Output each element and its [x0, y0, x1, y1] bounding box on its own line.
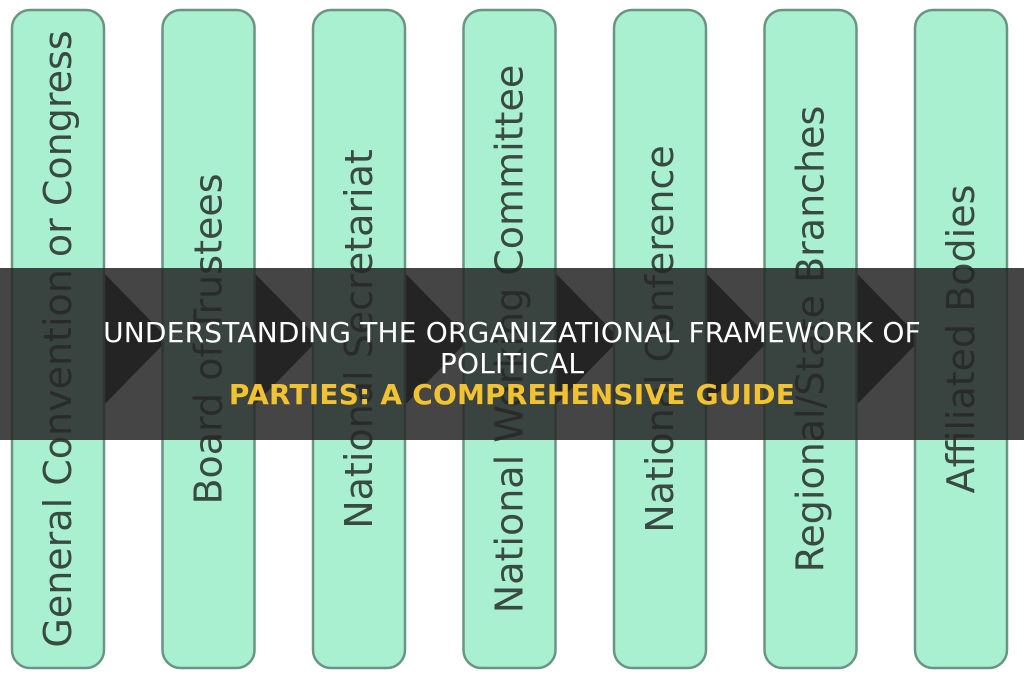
- title-banner: [0, 268, 1024, 440]
- page-title: UNDERSTANDING THE ORGANIZATIONAL FRAMEWO…: [40, 317, 984, 410]
- title-line-1: UNDERSTANDING THE ORGANIZATIONAL FRAMEWO…: [103, 316, 921, 380]
- title-line-2: PARTIES: A COMPREHENSIVE GUIDE: [228, 378, 796, 411]
